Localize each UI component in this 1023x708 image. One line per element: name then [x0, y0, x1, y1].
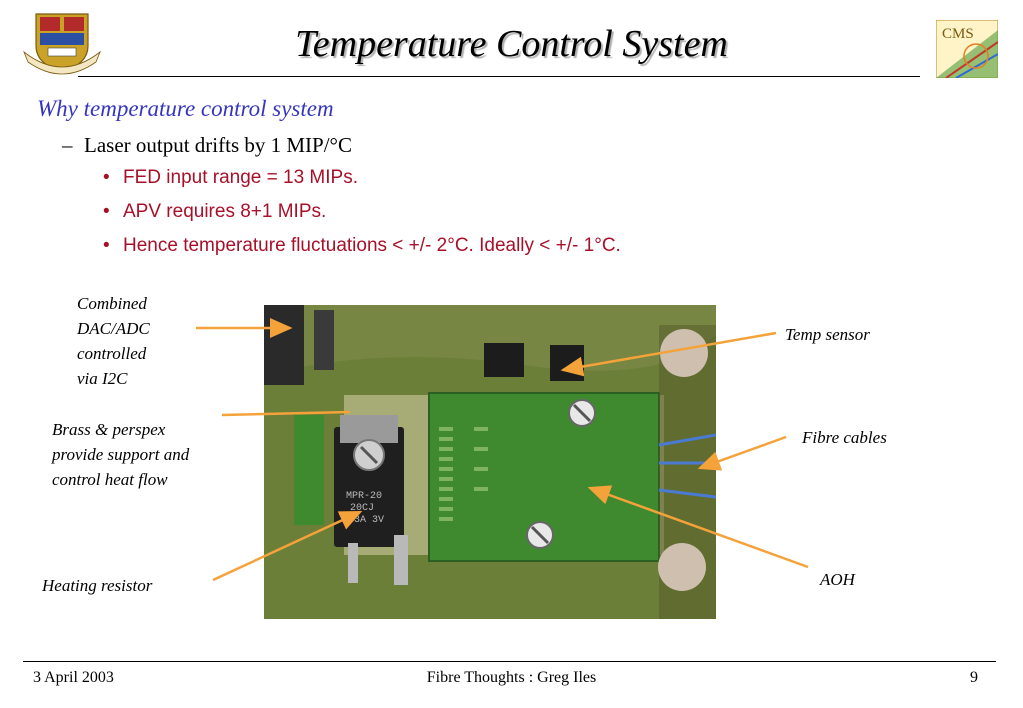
- sub-bullet-apv: • APV requires 8+1 MIPs.: [103, 201, 326, 223]
- label-line: DAC/ADC: [77, 319, 150, 338]
- cms-logo: CMS: [936, 20, 998, 78]
- label-line: control heat flow: [52, 470, 168, 489]
- sub-bullet-text: Hence temperature fluctuations < +/- 2°C…: [123, 235, 621, 256]
- section-heading: Why temperature control system: [37, 96, 334, 121]
- label-heating-resistor: Heating resistor: [42, 576, 153, 595]
- label-temp-sensor: Temp sensor: [785, 325, 870, 344]
- cms-logo-text: CMS: [942, 26, 974, 42]
- resistor-marking-2: 20CJ: [350, 503, 374, 514]
- bullet-marker: •: [103, 167, 110, 188]
- label-line: Combined: [77, 294, 147, 313]
- label-brass-perspex: Brass & perspex provide support and cont…: [52, 417, 189, 492]
- sub-bullet-text: FED input range = 13 MIPs.: [123, 167, 358, 188]
- resistor-marking-3: 63A 3V: [348, 515, 384, 526]
- label-fibre-cables: Fibre cables: [802, 428, 887, 447]
- bullet-marker: •: [103, 201, 110, 222]
- footer-divider: [23, 661, 996, 662]
- resistor-marking-1: MPR-20: [346, 491, 382, 502]
- page-number: 9: [970, 669, 978, 686]
- label-line: provide support and: [52, 445, 190, 464]
- label-line: via I2C: [77, 369, 128, 388]
- footer-title: Fibre Thoughts : Greg Iles: [426, 669, 597, 686]
- slide-title: Temperature Control System: [295, 23, 728, 65]
- sub-bullet-fed-input: • FED input range = 13 MIPs.: [103, 167, 358, 189]
- bullet-laser-drift: –Laser output drifts by 1 MIP/°C: [62, 133, 352, 158]
- title-divider: [78, 76, 920, 77]
- bullet-marker: •: [103, 235, 110, 256]
- label-line: controlled: [77, 344, 147, 363]
- label-aoh: AOH: [820, 570, 855, 589]
- label-line: Brass & perspex: [52, 420, 166, 439]
- sub-bullet-text: APV requires 8+1 MIPs.: [123, 201, 327, 222]
- bullet-text: Laser output drifts by 1 MIP/°C: [84, 133, 352, 157]
- circuit-board-photo: MPR-20 20CJ 63A 3V: [264, 305, 716, 619]
- sub-bullet-temperature: • Hence temperature fluctuations < +/- 2°…: [103, 235, 621, 257]
- dash-marker: –: [62, 133, 73, 157]
- footer-date: 3 April 2003: [33, 669, 114, 686]
- imperial-college-crest-logo: [23, 13, 101, 75]
- label-dac-adc: Combined DAC/ADC controlled via I2C: [77, 291, 150, 391]
